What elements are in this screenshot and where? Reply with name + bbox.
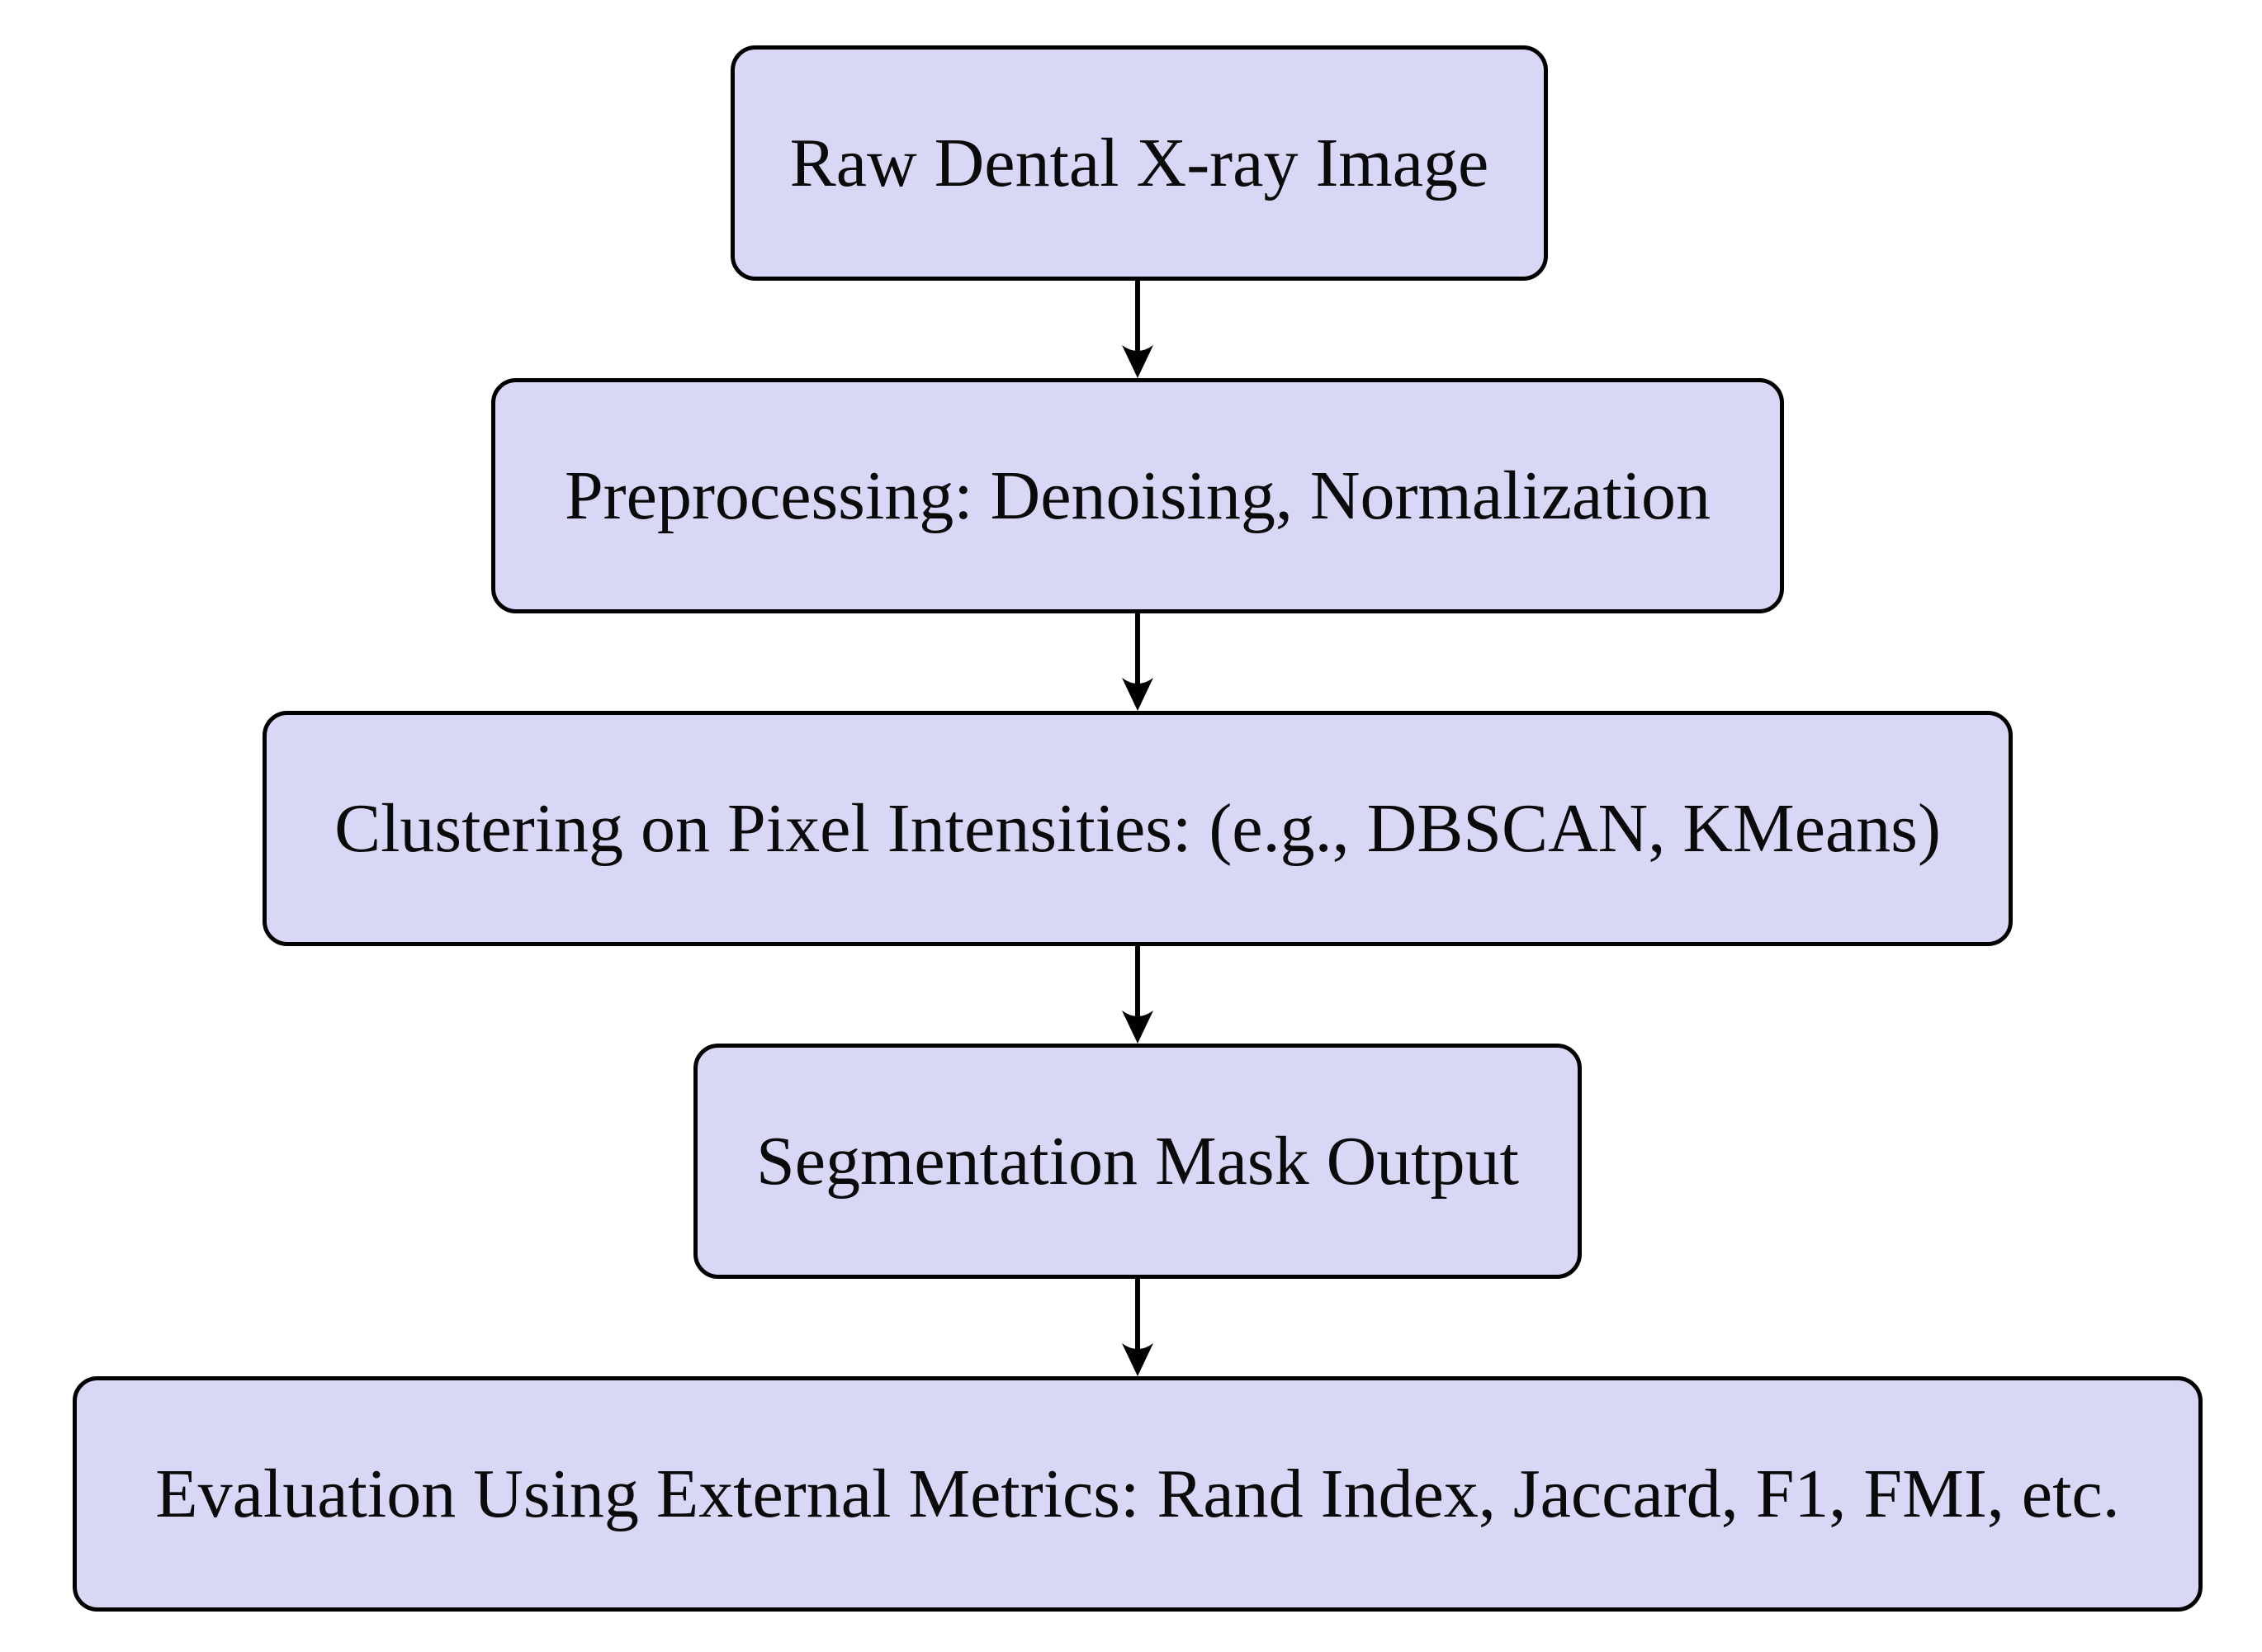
flow-node-preprocessing: Preprocessing: Denoising, Normalization	[491, 378, 1784, 613]
down-arrow-connector	[1113, 281, 1162, 378]
down-arrow-connector	[1113, 1279, 1162, 1376]
flow-node-raw-xray: Raw Dental X-ray Image	[731, 45, 1548, 281]
flow-node-label: Evaluation Using External Metrics: Rand …	[155, 1455, 2120, 1532]
down-arrow-icon	[1122, 613, 1153, 711]
flow-node-evaluation: Evaluation Using External Metrics: Rand …	[73, 1376, 2203, 1612]
flow-node-label: Preprocessing: Denoising, Normalization	[564, 457, 1711, 534]
down-arrow-connector	[1113, 946, 1162, 1044]
down-arrow-icon	[1122, 946, 1153, 1044]
down-arrow-icon	[1122, 1279, 1153, 1376]
down-arrow-icon	[1122, 281, 1153, 378]
flow-node-clustering: Clustering on Pixel Intensities: (e.g., …	[263, 711, 2013, 946]
flow-node-label: Segmentation Mask Output	[756, 1122, 1519, 1200]
down-arrow-connector	[1113, 613, 1162, 711]
flow-node-segmentation: Segmentation Mask Output	[693, 1044, 1582, 1279]
flow-node-label: Raw Dental X-ray Image	[789, 124, 1489, 201]
flow-node-label: Clustering on Pixel Intensities: (e.g., …	[334, 789, 1941, 867]
